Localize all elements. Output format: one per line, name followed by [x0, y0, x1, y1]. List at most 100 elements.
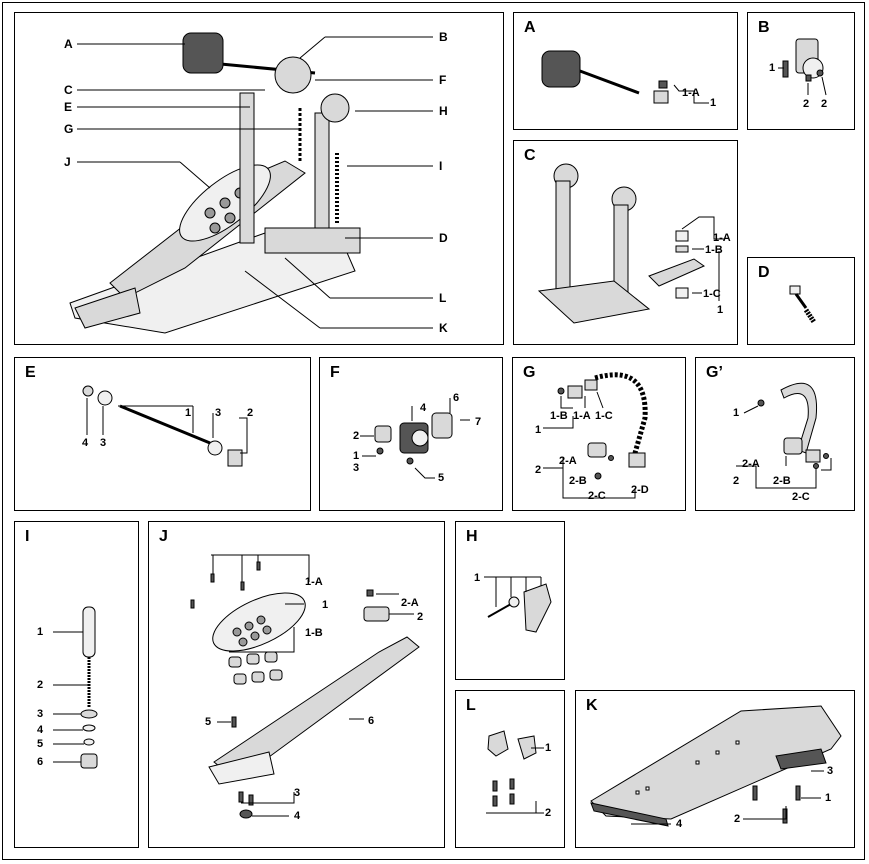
- panel-a-label-1: 1: [710, 97, 717, 109]
- panel-k-label-3: 3: [827, 765, 834, 777]
- panel-h-title: H: [466, 528, 478, 545]
- spring-drawing: [53, 606, 98, 769]
- panel-b-title: B: [758, 19, 770, 36]
- pedal-assembly-drawing: [69, 32, 433, 334]
- footboard-drawing: [190, 554, 420, 819]
- panel-k-label-4: 4: [676, 818, 683, 830]
- panel-g-prime: G’ 1 2-A 2 2-B 2-C: [695, 357, 855, 511]
- panel-c: C 1-A 1-B 1-C 1: [513, 140, 738, 345]
- strap-drawing: [736, 382, 832, 489]
- main-label-k: K: [439, 321, 448, 335]
- panel-e-label-2: 2: [247, 407, 254, 419]
- panel-f-label-3: 3: [353, 462, 360, 474]
- panel-j-label-1b: 1-B: [305, 627, 323, 639]
- panel-b-label-2b: 2: [821, 98, 828, 110]
- main-label-e: E: [64, 100, 73, 114]
- panel-i-label-5: 5: [37, 738, 44, 750]
- panel-b-label-1: 1: [769, 62, 776, 74]
- panel-a-title: A: [524, 19, 536, 36]
- bolt-drawing: [789, 285, 817, 324]
- panel-j-label-2: 2: [417, 611, 424, 623]
- panel-c-label-1: 1: [717, 304, 724, 316]
- panel-j-label-4: 4: [294, 810, 301, 822]
- main-label-f: F: [439, 73, 447, 87]
- panel-k-title: K: [586, 697, 598, 714]
- panel-g-label-2: 2: [535, 464, 542, 476]
- panel-f-label-4: 4: [420, 402, 427, 414]
- panel-e: E 1 3 2 4 3: [14, 357, 311, 511]
- panel-c-label-1c: 1-C: [703, 288, 721, 300]
- panel-g-label-1: 1: [535, 424, 542, 436]
- panel-b-label-2a: 2: [803, 98, 810, 110]
- panel-g-prime-label-2a: 2-A: [742, 458, 760, 470]
- main-label-i: I: [439, 159, 443, 173]
- axle-drawing: [82, 385, 248, 467]
- sprocket-drawing: [360, 398, 470, 479]
- panel-f: F 6 4 7 2 1 3 5: [319, 357, 503, 511]
- panel-g-prime-label-2c: 2-C: [792, 491, 810, 503]
- panel-j-label-6: 6: [368, 715, 375, 727]
- panel-g-title: G: [523, 364, 536, 381]
- panel-c-label-1b: 1-B: [705, 244, 723, 256]
- baseplate-drawing: [590, 705, 842, 827]
- panel-g-label-2b: 2-B: [569, 475, 587, 487]
- panel-l-title: L: [466, 697, 476, 714]
- panel-g-prime-label-2: 2: [733, 475, 740, 487]
- panel-j-label-1a: 1-A: [305, 576, 323, 588]
- panel-f-label-5: 5: [438, 472, 445, 484]
- panel-l: L 1 2: [455, 690, 565, 848]
- panel-g-prime-title: G’: [706, 364, 723, 381]
- panel-g-label-1a: 1-A: [573, 410, 591, 422]
- panel-e-label-4: 4: [82, 437, 89, 449]
- panel-h-label-1: 1: [474, 572, 481, 584]
- panel-c-title: C: [524, 147, 536, 164]
- panel-f-label-1: 1: [353, 450, 360, 462]
- panel-i-label-3: 3: [37, 708, 44, 720]
- panel-h: H 1: [455, 521, 565, 680]
- panel-g-prime-label-2b: 2-B: [773, 475, 791, 487]
- panel-k-label-1: 1: [825, 792, 832, 804]
- panel-c-label-1a: 1-A: [713, 232, 731, 244]
- panel-j-label-5: 5: [205, 716, 212, 728]
- panel-e-title: E: [25, 364, 36, 381]
- main-label-d: D: [439, 231, 448, 245]
- panel-i-label-4: 4: [37, 724, 44, 736]
- main-label-g: G: [64, 122, 74, 136]
- panel-l-label-2: 2: [545, 807, 552, 819]
- panel-f-label-7: 7: [475, 416, 482, 428]
- panel-j-label-1: 1: [322, 599, 329, 611]
- panel-e-label-3b: 3: [100, 437, 107, 449]
- panel-g-label-2a: 2-A: [559, 455, 577, 467]
- panel-j-title: J: [159, 528, 168, 545]
- main-label-b: B: [439, 30, 448, 44]
- panel-g-label-2d: 2-D: [631, 484, 649, 496]
- main-label-a: A: [64, 37, 73, 51]
- hinge-drawing: [486, 730, 544, 814]
- panel-a: A 1-A 1: [513, 12, 738, 130]
- panel-e-label-1: 1: [185, 407, 192, 419]
- panel-j-label-3: 3: [294, 787, 301, 799]
- beater-holder-drawing: [778, 38, 827, 96]
- panel-i-title: I: [25, 528, 30, 545]
- panel-b: B 1 2 2: [747, 12, 855, 130]
- panel-i-label-6: 6: [37, 756, 44, 768]
- main-label-j: J: [64, 155, 71, 169]
- chain-drawing: [543, 372, 648, 499]
- panel-j: J 1-A 1 1-B 2-A 2 5: [148, 521, 445, 848]
- panel-d: D: [747, 257, 855, 345]
- panel-l-label-1: 1: [545, 742, 552, 754]
- panel-j-label-2a: 2-A: [401, 597, 419, 609]
- panel-f-title: F: [330, 364, 340, 381]
- panel-g-prime-label-1: 1: [733, 407, 740, 419]
- panel-g-label-2c: 2-C: [588, 490, 606, 502]
- panel-k-label-2: 2: [734, 813, 741, 825]
- panel-g-label-1b: 1-B: [550, 410, 568, 422]
- main-label-l: L: [439, 291, 447, 305]
- panel-f-label-2: 2: [353, 430, 360, 442]
- panel-g-label-1c: 1-C: [595, 410, 613, 422]
- frame-drawing: [537, 163, 724, 324]
- panel-d-title: D: [758, 264, 770, 281]
- panel-i: I 1 2 3 4 5 6: [14, 521, 139, 848]
- main-label-c: C: [64, 83, 73, 97]
